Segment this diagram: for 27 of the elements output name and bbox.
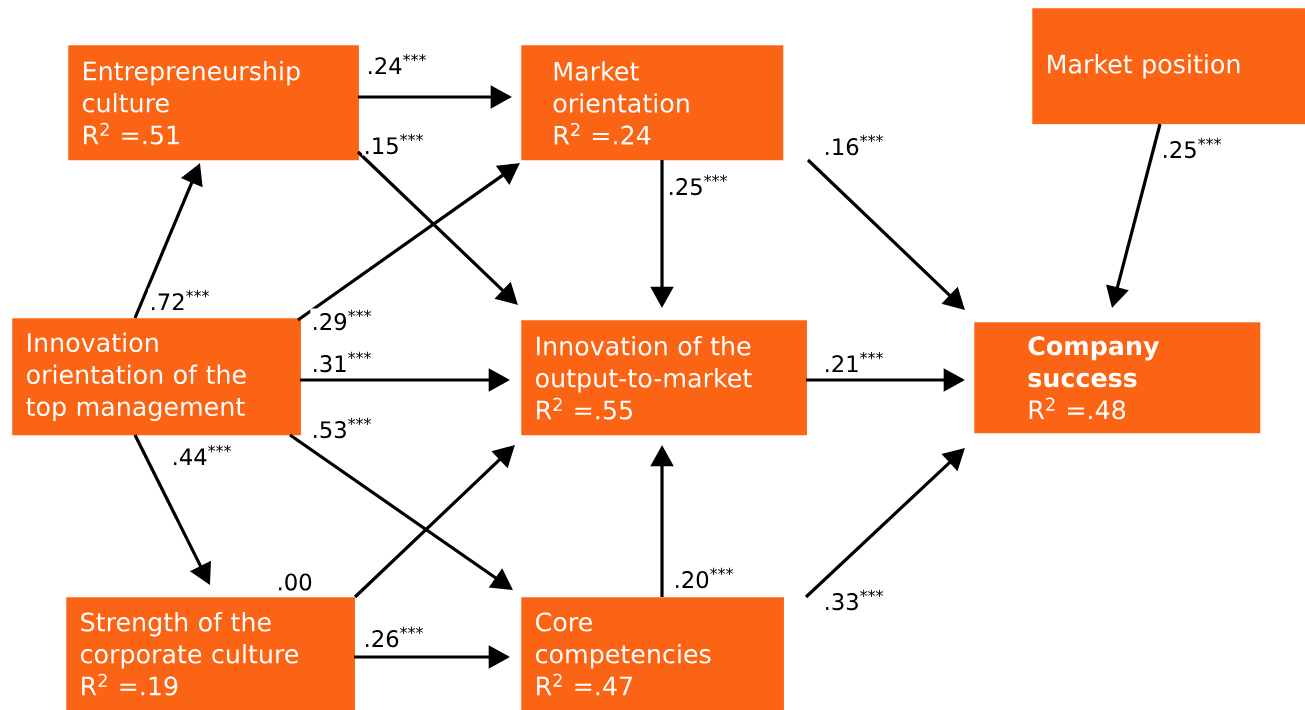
edge-label: .44$^{***}$ bbox=[170, 443, 234, 467]
edge-label: .16$^{***}$ bbox=[822, 133, 886, 157]
process-box: Entrepreneurship culture R$^{2}$ =.51 bbox=[68, 45, 359, 161]
process-box: Innovation orientation of the top management bbox=[12, 318, 301, 436]
arrow bbox=[353, 445, 515, 599]
edge-label: .15$^{***}$ bbox=[362, 132, 426, 156]
edge-label: .00 bbox=[275, 572, 314, 592]
edge-label: .24$^{***}$ bbox=[365, 52, 429, 76]
edge-label: .26$^{***}$ bbox=[362, 625, 426, 649]
arrow bbox=[804, 448, 965, 599]
arrow bbox=[806, 158, 965, 310]
edge-label: .20$^{***}$ bbox=[672, 566, 736, 590]
process-box: Market orientation R$^{2}$ =.24 bbox=[521, 45, 784, 161]
process-box: Market position bbox=[1032, 8, 1305, 125]
process-box: Company success R$^{2}$ =.48 bbox=[974, 322, 1261, 434]
process-box: Innovation of the output-to-market R$^{2}$ =.55 bbox=[521, 320, 807, 436]
arrow bbox=[356, 150, 518, 305]
edge-label: .31$^{***}$ bbox=[310, 350, 374, 374]
process-box: Strength of the corporate culture R$^{2}$ =.19 bbox=[66, 597, 355, 710]
edge-label: .25$^{***}$ bbox=[1160, 136, 1224, 160]
edge-label: .53$^{***}$ bbox=[310, 416, 374, 440]
edge-label: .29$^{***}$ bbox=[310, 308, 374, 332]
edge-label: .33$^{***}$ bbox=[822, 588, 886, 612]
edge-label: .21$^{***}$ bbox=[822, 350, 886, 374]
edge-label: .72$^{***}$ bbox=[148, 288, 212, 312]
process-box: Core competencies R$^{2}$ =.47 bbox=[521, 597, 784, 710]
edge-label: .25$^{***}$ bbox=[666, 173, 730, 197]
